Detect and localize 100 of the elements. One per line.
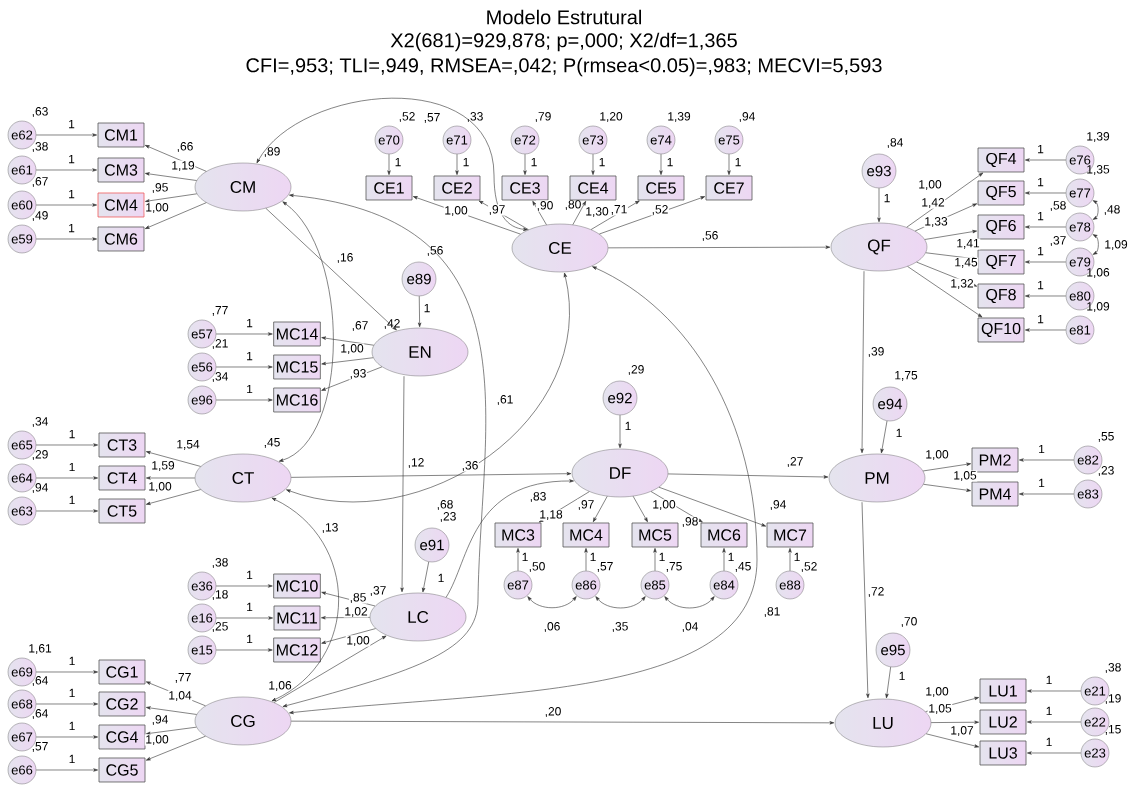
arrow: [516, 548, 520, 572]
arrow: [591, 153, 595, 175]
edge-label: 1: [245, 602, 254, 612]
arrow: [290, 472, 572, 478]
variance-label: ,63: [32, 107, 48, 117]
variance-label: ,79: [535, 112, 551, 122]
edge-label: 1: [394, 157, 402, 167]
double-headed-arrow: [256, 97, 528, 231]
indicator-box: CE2: [433, 175, 481, 201]
variance-label: ,89: [264, 147, 280, 157]
arrow: [924, 230, 977, 240]
variance-label: 1,39: [668, 112, 691, 122]
arrow: [1025, 225, 1067, 229]
arrow: [145, 193, 198, 203]
indicator-box: QF5: [977, 180, 1025, 206]
edge-label: 1: [68, 429, 76, 439]
indicator-box: MC16: [273, 387, 321, 413]
edge-label: 1: [67, 119, 76, 129]
edge-label: ,85: [349, 592, 367, 604]
edge-label: 1: [1036, 211, 1045, 221]
edge-label: 1: [245, 634, 254, 644]
variance-label: ,56: [427, 246, 443, 256]
arrow: [860, 270, 865, 454]
indicator-box: LU3: [979, 740, 1027, 766]
edge-label: 1,33: [923, 216, 949, 228]
edge-label: ,20: [544, 706, 562, 718]
arrow: [35, 476, 98, 480]
arrow: [923, 484, 971, 492]
arrow: [146, 476, 196, 480]
indicator-box: MC15: [273, 354, 321, 380]
indicator-box: QF6: [977, 214, 1025, 240]
indicator-box: CT3: [98, 432, 146, 458]
variance-label: ,45: [735, 562, 751, 572]
edge-label: ,95: [151, 182, 169, 194]
double-headed-arrow: [595, 596, 646, 609]
edge-label: ,61: [496, 394, 514, 406]
indicator-box: PM4: [971, 481, 1019, 507]
arrow: [1025, 191, 1067, 195]
edge-label: 1: [598, 157, 606, 167]
edge-label: 1,54: [175, 439, 201, 451]
variance-label: ,37: [1050, 236, 1066, 246]
edge-label: ,52: [651, 204, 669, 216]
indicator-box: QF4: [977, 147, 1025, 173]
edge-label: 1: [1037, 444, 1046, 454]
indicator-box: CE5: [637, 175, 685, 201]
edge-label: 1: [68, 656, 76, 666]
edge-label: 1: [1036, 280, 1045, 290]
edge-label: ,66: [176, 141, 194, 153]
variance-label: 1,20: [600, 112, 623, 122]
arrow: [146, 451, 201, 467]
variance-label: ,23: [440, 512, 456, 522]
indicator-box: CG4: [98, 724, 146, 750]
arrow: [861, 501, 870, 699]
title: Modelo Estrutural: [487, 9, 641, 25]
double-headed-arrow: [286, 272, 570, 503]
edge-label: ,68: [436, 499, 454, 511]
arrow: [930, 720, 979, 724]
indicator-box: CE7: [705, 175, 753, 201]
arrow: [592, 496, 608, 523]
variance-label: ,50: [529, 562, 545, 572]
edge-label: 1: [1036, 177, 1045, 187]
arrow: [35, 735, 98, 739]
variance-label: ,29: [628, 365, 644, 375]
arrow: [1019, 492, 1075, 496]
edge-label: 1,45: [953, 257, 979, 269]
arrow: [321, 366, 383, 391]
arrow: [265, 208, 397, 331]
edge-label: 1: [1036, 144, 1045, 154]
arrow: [788, 548, 792, 572]
edge-label: 1,00: [144, 202, 170, 214]
arrow: [1027, 751, 1082, 755]
arrow: [532, 200, 547, 226]
edge-label: ,83: [529, 491, 547, 503]
double-headed-arrow: [664, 596, 715, 609]
edge-label: ,77: [174, 672, 192, 684]
edge-label: 1: [67, 189, 76, 199]
variance-label: ,70: [901, 617, 917, 627]
edge-label: ,56: [701, 230, 719, 242]
arrow: [321, 616, 371, 620]
variance-label: 1,75: [895, 371, 918, 381]
indicator-box: MC7: [766, 522, 814, 548]
edge-label: 1: [1036, 314, 1045, 324]
arrow: [722, 548, 726, 572]
edge-label: 1: [245, 570, 254, 580]
arrow: [146, 735, 206, 761]
edge-label: ,27: [786, 456, 804, 468]
arrow: [907, 266, 983, 318]
indicator-box: CM3: [97, 157, 145, 183]
edge-label: ,36: [461, 460, 479, 472]
edge-label: ,12: [407, 457, 425, 469]
arrow: [653, 548, 657, 572]
arrow: [618, 414, 622, 449]
double-headed-arrow: [527, 596, 577, 609]
edge-label: 1,00: [443, 205, 469, 217]
arrow: [880, 420, 888, 454]
indicator-box: CM6: [97, 226, 145, 252]
arrow: [35, 133, 97, 137]
edge-label: ,81: [763, 606, 781, 618]
arrow: [607, 245, 831, 249]
arrow: [667, 473, 829, 479]
